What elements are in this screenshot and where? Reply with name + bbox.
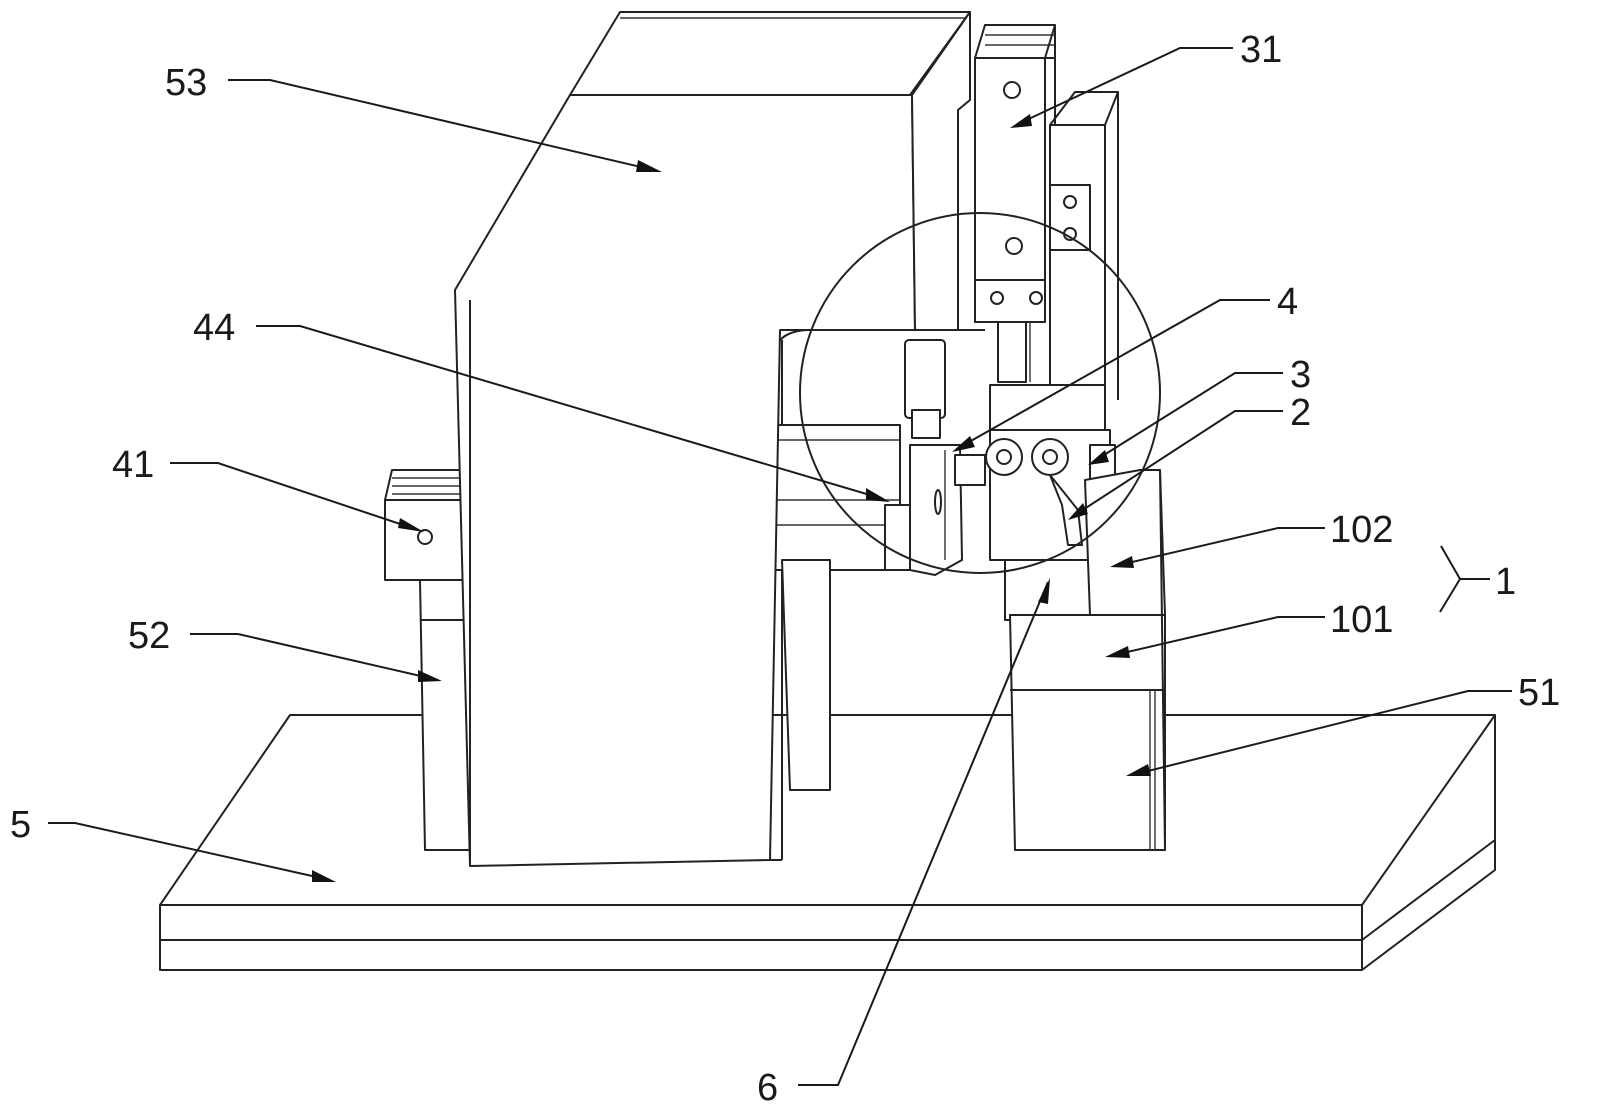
label-3: 3 <box>1290 354 1311 396</box>
label-6: 6 <box>757 1067 778 1109</box>
label-51: 51 <box>1518 672 1560 714</box>
label-102: 102 <box>1330 509 1393 551</box>
callout-labels: 53 31 44 4 3 2 41 102 101 1 52 51 5 6 <box>10 29 1560 1109</box>
detail-circle <box>799 212 1161 574</box>
cylinder-block <box>974 24 1119 411</box>
label-31: 31 <box>1240 29 1282 71</box>
label-101: 101 <box>1330 599 1393 641</box>
back-frame <box>769 329 985 861</box>
label-41: 41 <box>112 444 154 486</box>
label-1: 1 <box>1495 561 1516 603</box>
label-52: 52 <box>128 615 170 657</box>
label-44: 44 <box>193 307 235 349</box>
column-assembly <box>1004 469 1166 851</box>
label-2: 2 <box>1290 392 1311 434</box>
leader-lines <box>48 47 1512 1086</box>
left-support <box>384 469 471 851</box>
label-4: 4 <box>1277 281 1298 323</box>
label-5: 5 <box>10 804 31 846</box>
housing-cover <box>454 11 971 867</box>
cutter-assembly <box>884 339 963 576</box>
label-53: 53 <box>165 62 207 104</box>
